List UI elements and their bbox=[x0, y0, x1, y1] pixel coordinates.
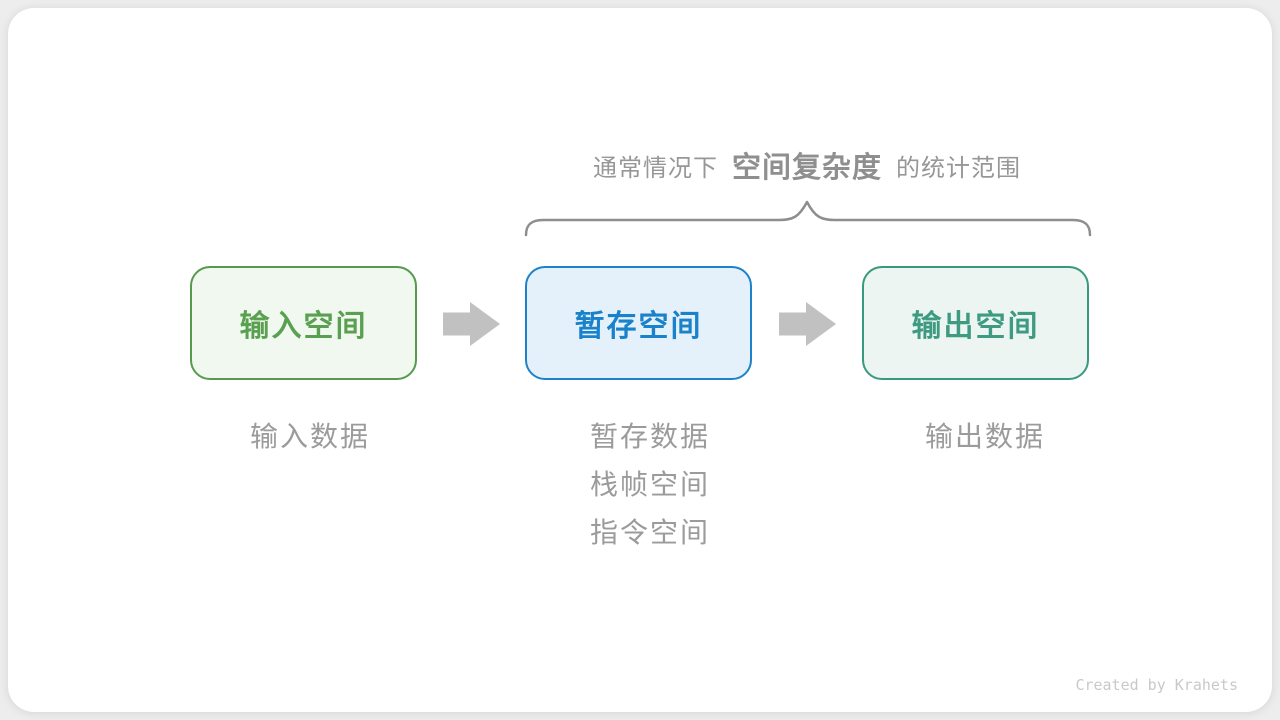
sublabel-line: 输入数据 bbox=[249, 421, 370, 452]
sublabel-output-data: 输出数据 bbox=[855, 413, 1115, 461]
sublabel-temp-data: 暂存数据 栈帧空间 指令空间 bbox=[520, 413, 780, 557]
box-temp-space-label: 暂存空间 bbox=[574, 310, 703, 343]
arrow-right-icon bbox=[443, 302, 500, 346]
credit-text: Created by Krahets bbox=[1075, 676, 1238, 694]
caption-highlight: 空间复杂度 bbox=[731, 152, 882, 184]
arrow-right-icon bbox=[779, 302, 836, 346]
sublabel-line: 输出数据 bbox=[924, 421, 1045, 452]
sublabel-line: 暂存数据 bbox=[589, 421, 710, 452]
box-output-space: 输出空间 bbox=[862, 266, 1089, 380]
sublabel-input-data: 输入数据 bbox=[180, 413, 440, 461]
caption-prefix: 通常情况下 bbox=[592, 154, 718, 182]
box-temp-space: 暂存空间 bbox=[525, 266, 752, 380]
sublabel-line: 栈帧空间 bbox=[589, 469, 710, 500]
sublabel-line: 指令空间 bbox=[589, 517, 710, 548]
box-output-space-label: 输出空间 bbox=[911, 310, 1040, 343]
box-input-space: 输入空间 bbox=[190, 266, 417, 380]
box-input-space-label: 输入空间 bbox=[239, 310, 368, 343]
caption: 通常情况下 空间复杂度 的统计范围 bbox=[467, 144, 1147, 186]
caption-suffix: 的统计范围 bbox=[896, 154, 1021, 182]
